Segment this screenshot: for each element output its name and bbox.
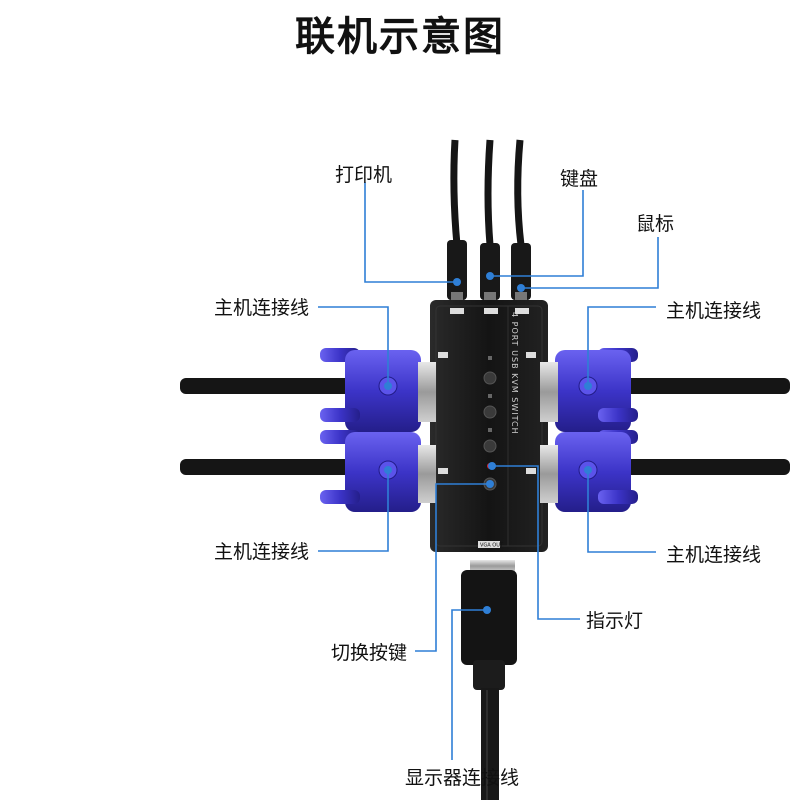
callout-monitor-cable — [451, 609, 487, 760]
vga-connectors-left — [320, 348, 436, 512]
callout-mouse — [521, 237, 659, 289]
label-host-top-left: 主机连接线 — [214, 297, 310, 319]
callout-indicator — [492, 465, 580, 620]
kvm-switch-body: VGA OUT 4 PORT USB KVM SWITCH — [430, 300, 548, 552]
callout-host-bottom-left — [318, 470, 389, 552]
callout-dots — [384, 272, 592, 614]
label-monitor-cable: 显示器连接线 — [405, 767, 520, 789]
label-printer: 打印机 — [335, 164, 393, 186]
callout-host-top-left — [318, 306, 389, 386]
label-mouse: 鼠标 — [636, 213, 675, 235]
usb-cables — [447, 139, 531, 304]
label-switch-button: 切换按键 — [331, 642, 408, 664]
callout-host-bottom-right — [587, 470, 656, 553]
diagram-title: 联机示意图 — [295, 14, 505, 60]
vga-out-label: VGA OUT — [480, 543, 504, 549]
vga-connectors-right — [540, 348, 638, 512]
callout-host-top-right — [587, 306, 656, 386]
monitor-cable — [461, 560, 517, 800]
label-keyboard: 键盘 — [560, 168, 599, 190]
label-host-bottom-right: 主机连接线 — [666, 544, 762, 566]
label-host-bottom-left: 主机连接线 — [214, 541, 310, 563]
switch-buttons — [483, 371, 497, 491]
callout-keyboard — [490, 190, 584, 277]
callout-printer — [364, 182, 457, 283]
callout-lines — [318, 182, 659, 760]
device-model-text: 4 PORT USB KVM SWITCH — [510, 312, 519, 435]
label-indicator: 指示灯 — [586, 610, 644, 632]
host-cables — [180, 378, 790, 475]
callout-switch-button — [415, 483, 490, 652]
label-host-top-right: 主机连接线 — [666, 300, 762, 322]
